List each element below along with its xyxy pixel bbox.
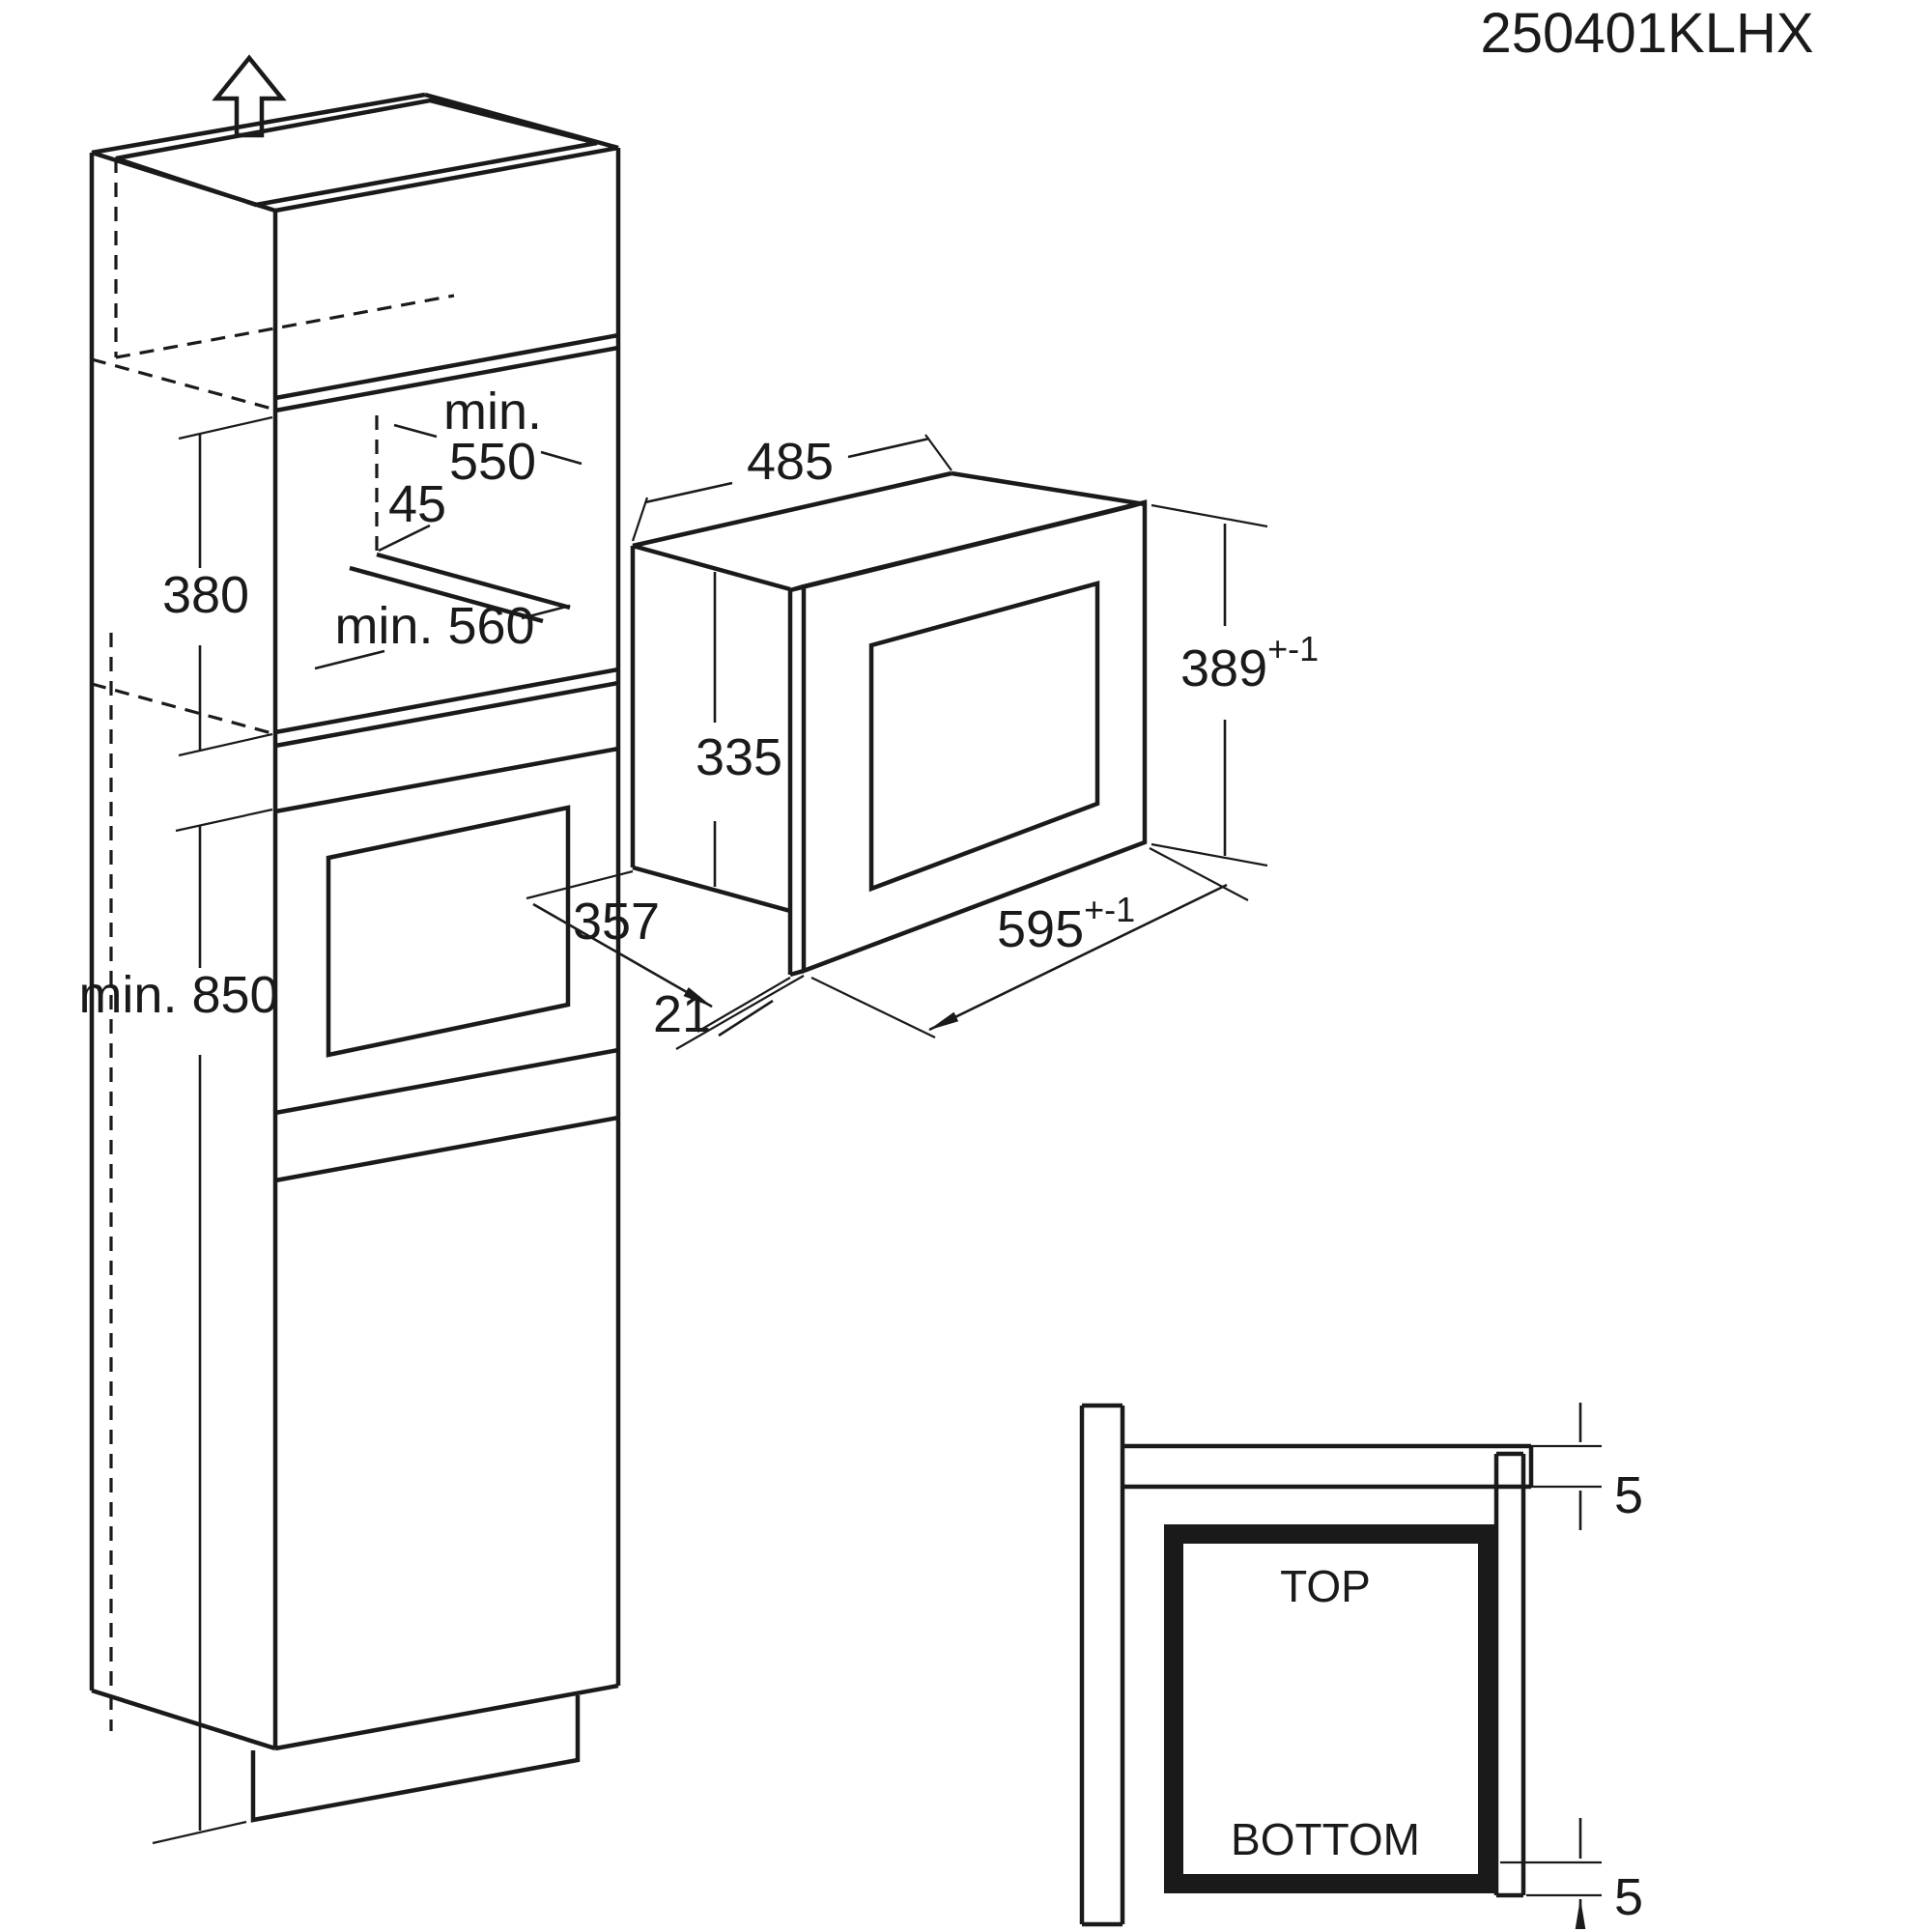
label-rear-gap: 45 xyxy=(388,475,446,533)
detail-top-label: TOP xyxy=(1280,1561,1371,1611)
label-oven-frame-width: 595+-1 xyxy=(997,890,1135,958)
microwave-oven xyxy=(630,470,1148,978)
label-oven-depth: 485 xyxy=(747,433,834,491)
mounting-detail: TOP BOTTOM xyxy=(1079,1403,1534,1927)
detail-bottom-label: BOTTOM xyxy=(1231,1814,1420,1864)
frame-height-tolerance: +-1 xyxy=(1267,629,1319,668)
label-gap-top: 5 xyxy=(1614,1466,1643,1524)
dimension-double-arrows xyxy=(532,883,1228,1030)
frame-width-value: 595 xyxy=(997,900,1084,958)
label-install-height: min. 850 xyxy=(78,966,278,1024)
dimension-lines xyxy=(152,415,1602,1928)
cabinet-unit xyxy=(89,92,621,1823)
model-code: 250401KLHX xyxy=(1480,2,1813,65)
cabinet-outline xyxy=(89,92,621,1823)
label-niche-width: min. 560 xyxy=(334,597,534,655)
arrow-up-icon xyxy=(212,54,287,138)
label-gap-bottom: 5 xyxy=(1614,1868,1643,1926)
oven-outline xyxy=(630,470,1148,978)
label-oven-body-height: 335 xyxy=(696,728,782,786)
label-niche-depth: 550 xyxy=(449,433,536,491)
dimension-labels: min. 550 45 380 min. 560 min. 850 485 33… xyxy=(78,383,1643,1926)
detail-frame xyxy=(1164,1524,1497,1893)
ventilation-arrow xyxy=(212,54,287,138)
label-niche-height: 380 xyxy=(162,566,249,624)
label-oven-frame-height: 389+-1 xyxy=(1180,629,1319,697)
frame-height-value: 389 xyxy=(1180,639,1267,697)
frame-width-tolerance: +-1 xyxy=(1084,890,1135,929)
label-oven-body-depth: 357 xyxy=(573,893,660,951)
label-frame-thickness: 21 xyxy=(653,985,711,1043)
cabinet-hidden-edges xyxy=(91,158,455,1731)
label-niche-depth-min: min. xyxy=(443,383,542,440)
